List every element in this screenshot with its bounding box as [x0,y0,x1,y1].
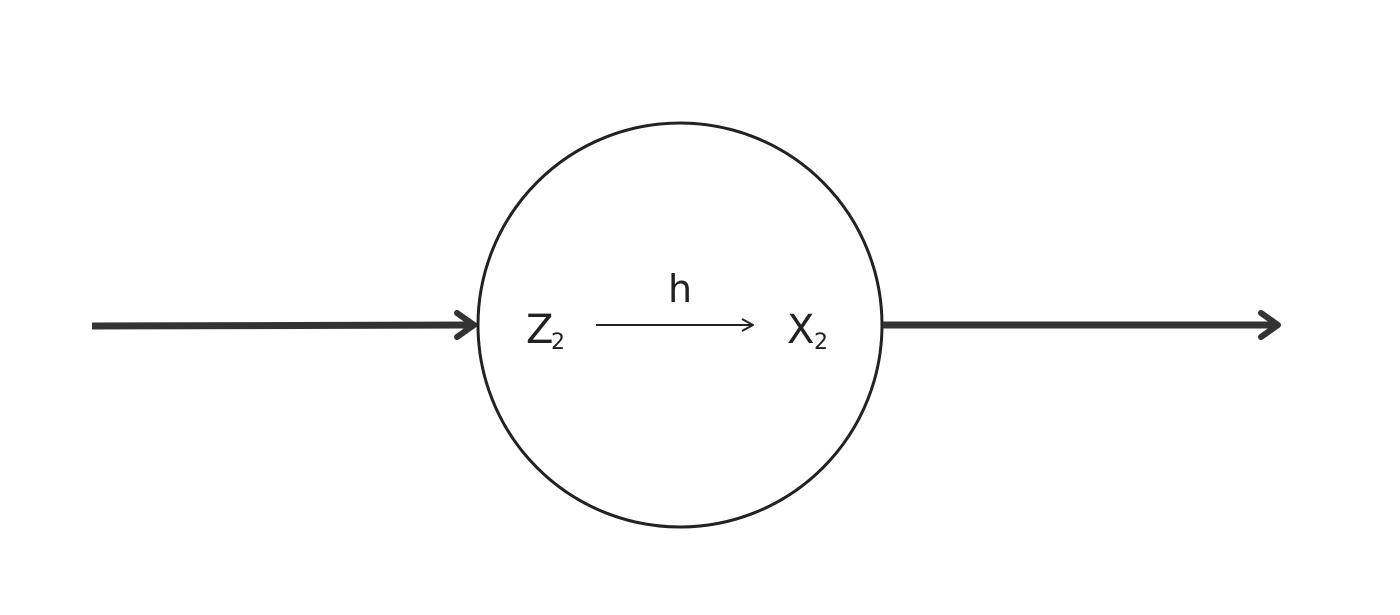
mapping-arrow [596,318,754,332]
input-symbol: Z [526,307,553,353]
input-arrow [91,310,477,340]
input-subscript: 2 [551,330,565,355]
output-subscript: 2 [814,330,828,355]
output-node-label: X 2 [787,307,828,355]
mapping-label: h [668,267,692,311]
input-node-label: Z 2 [526,307,565,355]
process-circle [476,121,884,529]
output-symbol: X [787,307,814,353]
output-arrow [883,310,1281,340]
